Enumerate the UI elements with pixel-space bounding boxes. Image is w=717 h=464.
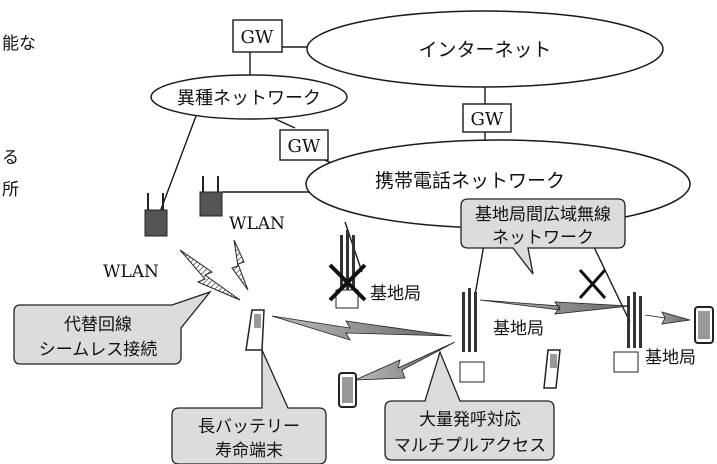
gateway-label: GW xyxy=(288,136,321,157)
callout-text: 大量発呼対応 xyxy=(419,410,521,430)
internet-label: インターネット xyxy=(418,39,551,61)
wlan-label: WLAN xyxy=(229,214,285,234)
internet-cloud xyxy=(306,10,664,88)
wireless-link-icon xyxy=(179,249,241,301)
battery-callout: 長バッテリー 寿命端末 xyxy=(171,349,327,464)
wlan-router-icon xyxy=(144,193,168,237)
hetero-network-cloud xyxy=(150,74,348,120)
hetero-network-label: 異種ネットワーク xyxy=(177,88,321,109)
margin-fragment: 所 xyxy=(2,180,19,200)
margin-fragment: る xyxy=(2,148,19,168)
mobile-handset-icon xyxy=(338,372,357,408)
mass-call-callout: 大量発呼対応 マルチプルアクセス xyxy=(384,350,555,461)
gateway-box: GW xyxy=(279,129,329,161)
gateway-label: GW xyxy=(241,27,274,48)
wireless-link-icon xyxy=(354,341,456,381)
callout-text: 寿命端末 xyxy=(215,441,283,461)
wireless-link-icon xyxy=(644,311,691,325)
base-station-icon xyxy=(328,230,367,309)
base-station-label: 基地局 xyxy=(370,284,421,304)
wireless-link-icon xyxy=(271,315,453,341)
callout-text: 代替回線 xyxy=(64,315,132,335)
callout-text: シームレス接続 xyxy=(39,340,158,360)
gateway-box: GW xyxy=(462,103,512,133)
callout-text: 基地局間広域無線 xyxy=(475,205,611,225)
wide-area-callout: 基地局間広域無線 ネットワーク xyxy=(460,198,626,275)
mobile-network-label: 携帯電話ネットワーク xyxy=(375,170,565,192)
mobile-handset-icon xyxy=(694,306,714,344)
callout-text: 長バッテリー xyxy=(198,417,300,437)
callout-text: ネットワーク xyxy=(492,228,594,248)
callout-text: マルチプルアクセス xyxy=(394,436,546,456)
base-station-icon xyxy=(459,288,485,383)
wlan-label: WLAN xyxy=(103,262,159,282)
gateway-label: GW xyxy=(471,109,504,130)
base-station-label: 基地局 xyxy=(493,319,544,339)
base-station-label: 基地局 xyxy=(645,348,696,368)
gateway-box: GW xyxy=(232,19,283,53)
margin-fragment: 能な xyxy=(2,34,36,54)
alternate-line-callout: 代替回線 シームレス接続 xyxy=(13,290,212,365)
wlan-router-icon xyxy=(199,176,223,217)
broken-link-icon xyxy=(578,269,607,299)
mobile-handset-icon xyxy=(245,309,265,351)
wireless-link-icon xyxy=(231,239,249,291)
base-station-icon xyxy=(613,292,642,373)
mobile-handset-icon xyxy=(543,349,561,389)
wireless-link-icon xyxy=(479,299,631,315)
